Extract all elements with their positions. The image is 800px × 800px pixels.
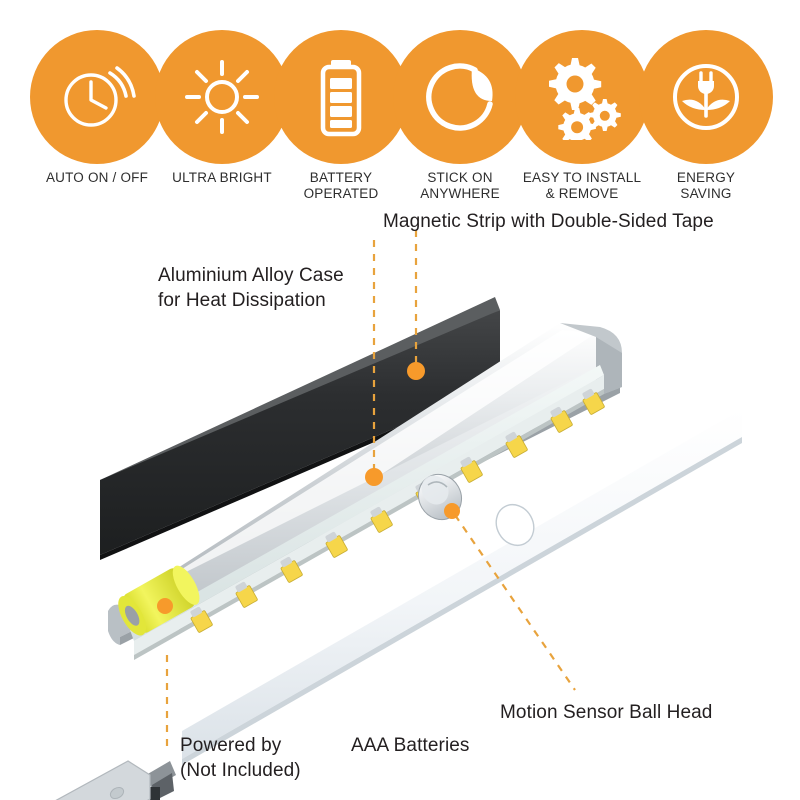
feature-stick-on-anywhere[interactable]: STICK ON ANYWHERE (393, 30, 527, 202)
feature-label: ENERGY SAVING (676, 170, 736, 201)
dot-battery (157, 598, 173, 614)
led-strip (130, 365, 605, 660)
battery-icon (274, 30, 408, 164)
product-diagram: Magnetic Strip with Double-Sided Tape Al… (0, 175, 800, 800)
gears-icon (515, 30, 649, 164)
dot-magnetic-strip (407, 362, 425, 380)
clock-motion-icon (30, 30, 164, 164)
mounting-bracket (55, 760, 151, 800)
sun-brightness-icon (155, 30, 289, 164)
feature-ultra-bright[interactable]: ULTRA BRIGHT (155, 30, 289, 186)
callout-aluminium-case: Aluminium Alloy Case for Heat Dissipatio… (158, 265, 344, 312)
diffuser-cover (175, 400, 742, 765)
leader-lines (165, 230, 576, 748)
feature-auto-on-off[interactable]: AUTO ON / OFF (30, 30, 164, 186)
feature-label: STICK ON ANYWHERE (420, 170, 500, 201)
battery-contact (146, 761, 176, 800)
callout-powered-by: Powered by (Not Included) (180, 735, 301, 782)
feature-strip: AUTO ON / OFF (0, 0, 800, 201)
callout-aaa-batteries: AAA Batteries (351, 735, 470, 756)
feature-battery-operated[interactable]: BATTERY OPERATED (274, 30, 408, 202)
stick-circle-icon (393, 30, 527, 164)
callout-motion-sensor: Motion Sensor Ball Head (500, 702, 713, 723)
product-illustration (55, 230, 742, 800)
feature-energy-saving[interactable]: ENERGY SAVING (639, 30, 773, 202)
feature-label: EASY TO INSTALL & REMOVE (522, 170, 642, 201)
callout-magnetic-strip: Magnetic Strip with Double-Sided Tape (383, 211, 714, 232)
aaa-battery (118, 565, 200, 636)
energy-plant-icon (639, 30, 773, 164)
leader-dots (157, 362, 460, 614)
dot-aluminium-case (365, 468, 383, 486)
feature-label: BATTERY OPERATED (303, 170, 379, 201)
feature-label: AUTO ON / OFF (45, 170, 149, 185)
feature-easy-install-remove[interactable]: EASY TO INSTALL & REMOVE (515, 30, 649, 202)
dot-motion-sensor (444, 503, 460, 519)
feature-label: ULTRA BRIGHT (172, 170, 272, 185)
